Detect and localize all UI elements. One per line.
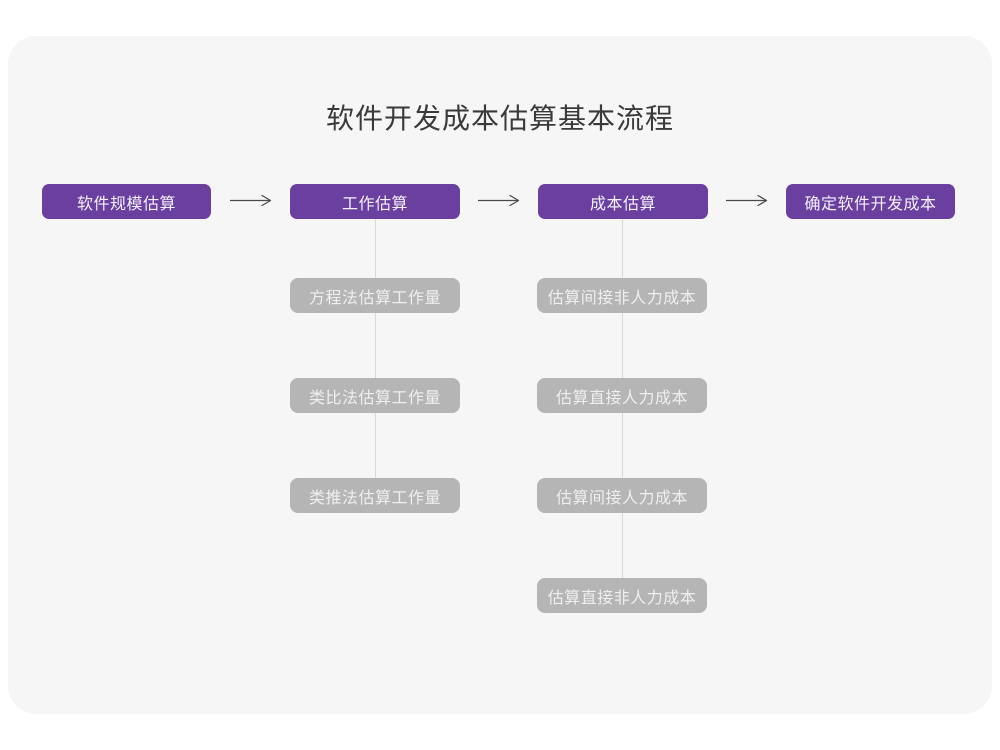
- sub-node-label: 估算间接非人力成本: [547, 289, 697, 307]
- sub-node-direct-nonlabor-cost: 估算直接非人力成本: [537, 578, 707, 613]
- sub-node-label: 估算直接非人力成本: [547, 589, 697, 607]
- flow-node-label: 软件规模估算: [76, 195, 176, 213]
- sub-node-label: 估算直接人力成本: [555, 389, 688, 407]
- sub-node-analogy-method: 类比法估算工作量: [290, 378, 460, 413]
- sub-node-equation-method: 方程法估算工作量: [290, 278, 460, 313]
- arrow-right-icon: [230, 194, 272, 207]
- sub-node-indirect-labor-cost: 估算间接人力成本: [537, 478, 707, 513]
- flow-node-work-estimation: 工作估算: [290, 184, 460, 219]
- diagram-card: [8, 36, 992, 714]
- sub-node-label: 类比法估算工作量: [308, 389, 441, 407]
- flow-node-determine-development-cost: 确定软件开发成本: [786, 184, 955, 219]
- arrow-right-icon: [726, 194, 768, 207]
- arrow-right-icon: [478, 194, 520, 207]
- flow-node-label: 工作估算: [341, 195, 408, 213]
- sub-node-label: 类推法估算工作量: [308, 489, 441, 507]
- flow-node-label: 成本估算: [589, 195, 656, 213]
- diagram-title: 软件开发成本估算基本流程: [325, 103, 674, 134]
- flow-node-label: 确定软件开发成本: [804, 195, 937, 213]
- flow-node-software-scale-estimation: 软件规模估算: [42, 184, 211, 219]
- sub-node-inference-method: 类推法估算工作量: [290, 478, 460, 513]
- sub-node-label: 方程法估算工作量: [308, 289, 441, 307]
- flow-node-cost-estimation: 成本估算: [538, 184, 708, 219]
- sub-node-indirect-nonlabor-cost: 估算间接非人力成本: [537, 278, 707, 313]
- work-column-connector-line: [375, 219, 376, 479]
- sub-node-direct-labor-cost: 估算直接人力成本: [537, 378, 707, 413]
- sub-node-label: 估算间接人力成本: [555, 489, 688, 507]
